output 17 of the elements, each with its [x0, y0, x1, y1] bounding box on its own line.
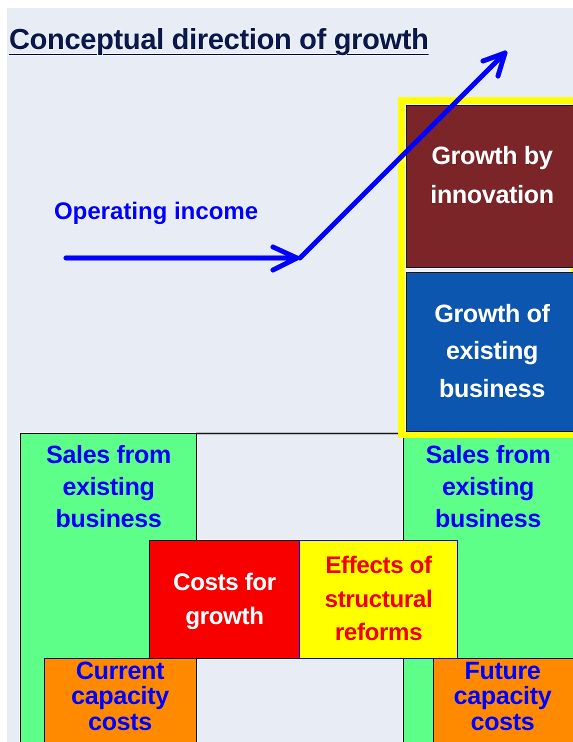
box-label: Costs for growth [172, 568, 277, 632]
box-label: Current capacity costs [70, 658, 170, 735]
box-label: Growth by innovation [429, 140, 555, 210]
highlight-frame [398, 97, 573, 438]
text-box [149, 540, 300, 659]
box-label: Effects of structural reforms [324, 551, 434, 648]
text-box [44, 658, 196, 742]
text-box [432, 658, 573, 742]
text-box [299, 540, 458, 659]
box-label: Future capacity costs [452, 658, 552, 735]
text-box [406, 105, 573, 268]
text-box [406, 272, 573, 432]
arrow-label: Operating income [54, 198, 258, 226]
box-label: Sales from existing business [45, 440, 172, 534]
box-label: Growth of existing business [433, 298, 551, 405]
title: Conceptual direction of growth [9, 24, 429, 57]
box-label: Sales from existing business [424, 440, 552, 534]
